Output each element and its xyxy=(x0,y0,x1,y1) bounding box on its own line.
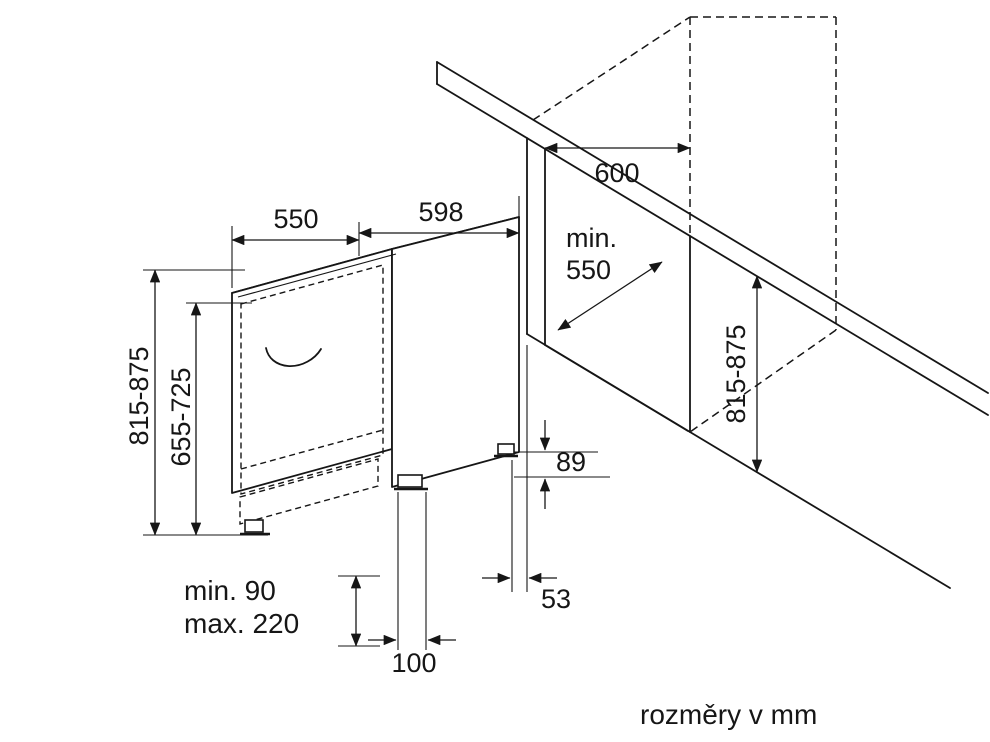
dim-rear-foot-offset: 53 xyxy=(482,345,571,614)
niche xyxy=(526,16,951,589)
cavity-floor-back-edge xyxy=(689,329,837,433)
back-right-foot xyxy=(494,443,518,458)
countertop-front-edge-top xyxy=(436,61,989,394)
niche-depth-min-label: min. xyxy=(566,223,617,253)
dimensions: 550 598 600 min. 550 815-875 xyxy=(124,142,763,678)
niche-height-label: 815-875 xyxy=(721,324,751,423)
dim-plinth-height: min. 90 max. 220 xyxy=(184,575,380,647)
front-left-foot xyxy=(240,519,270,536)
appliance-depth-label: 550 xyxy=(273,204,318,234)
niche-width-label: 600 xyxy=(594,158,639,188)
base-clearance-label: 89 xyxy=(556,447,586,477)
rear-foot-offset-label: 53 xyxy=(541,584,571,614)
foot-body xyxy=(497,443,515,455)
units-note: rozměry v mm xyxy=(640,699,817,730)
dim-niche-height: 815-875 xyxy=(721,275,763,473)
dim-foot: 100 xyxy=(368,492,456,678)
floor-line-right xyxy=(689,431,951,589)
dim-niche-depth: min. 550 xyxy=(557,223,663,331)
plinth-recess xyxy=(239,458,379,525)
countertop-front-edge-bottom xyxy=(436,83,989,416)
cavity-top-left-edge xyxy=(532,16,691,121)
door-panel-height-label: 655-725 xyxy=(166,367,196,466)
door-bottom-seam xyxy=(240,429,384,470)
dim-door-panel-height: 655-725 xyxy=(166,302,252,536)
appliance-height-label: 815-875 xyxy=(124,346,154,445)
niche-floor-inner-edge xyxy=(544,344,689,432)
dim-base-clearance: 89 xyxy=(514,420,610,509)
front-right-foot xyxy=(394,474,428,491)
dim-appliance-width: 598 xyxy=(358,196,520,240)
top-face-front-seam xyxy=(237,253,397,298)
dim-appliance-height: 815-875 xyxy=(124,269,268,536)
door-handle xyxy=(265,347,322,367)
front-face-door xyxy=(231,248,393,494)
appliance-width-label: 598 xyxy=(418,197,463,227)
dimension-line xyxy=(557,261,663,331)
dim-appliance-depth: 550 xyxy=(231,204,360,288)
foot-dim-label: 100 xyxy=(391,648,436,678)
foot-body xyxy=(397,474,423,488)
countertop xyxy=(436,61,989,416)
plinth-min-label: min. 90 xyxy=(184,575,276,606)
dim-niche-width: 600 xyxy=(544,142,691,188)
niche-depth-value-label: 550 xyxy=(566,255,611,285)
dishwasher xyxy=(231,216,520,536)
plinth-max-label: max. 220 xyxy=(184,608,299,639)
foot-body xyxy=(244,519,264,533)
